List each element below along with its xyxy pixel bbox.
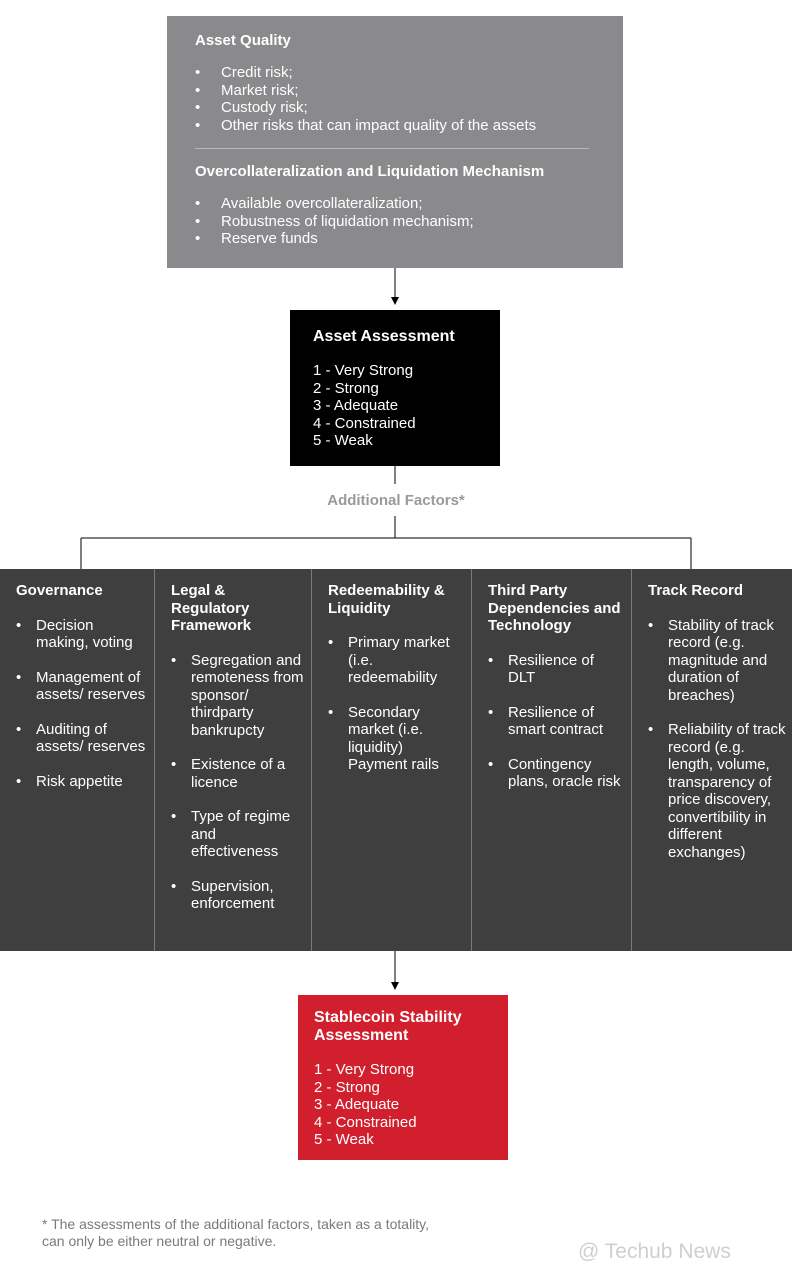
factor-list: Primary market (i.e. redeemability Secon… [328,634,465,774]
factor-column-third-party: Third Party Dependencies and Technology … [471,569,631,951]
list-item: Primary market (i.e. redeemability [328,634,465,687]
factor-list: Resilience of DLT Resilience of smart co… [488,652,625,791]
list-item: Available overcollateralization; [195,195,607,213]
list-item: Contingency plans, oracle risk [488,756,625,791]
rating-item: 1 - Very Strong [314,1061,415,1078]
additional-factors-label: Additional Factors* [327,492,465,509]
asset-ratings: 1 - Very Strong 2 - Strong 3 - Adequate … [313,362,477,450]
list-item: Robustness of liquidation mechanism; [195,213,607,231]
rating-item: 3 - Adequate [314,1096,400,1113]
list-item: Resilience of DLT [488,652,625,687]
watermark: @ Techub News [578,1240,731,1263]
factor-title: Legal & Regulatory Framework [171,582,252,634]
factor-column-legal: Legal & Regulatory Framework Segregation… [154,569,311,951]
list-item: Supervision, enforcement [171,878,305,913]
stability-assessment-box: Stablecoin Stability Assessment 1 - Very… [298,995,508,1160]
list-item: Credit risk; [195,64,607,82]
factor-column-governance: Governance Decision making, voting Manag… [0,569,154,951]
list-item: Market risk; [195,82,607,100]
overcollateralization-list: Available overcollateralization; Robustn… [195,195,607,248]
factor-columns: Governance Decision making, voting Manag… [0,569,792,951]
rating-item: 4 - Constrained [313,414,416,432]
list-item: Existence of a licence [171,756,305,791]
factor-title: Redeemability & Liquidity [328,582,445,617]
rating-item: 4 - Constrained [314,1113,417,1131]
rating-item: 3 - Adequate [313,397,399,414]
footnote-text: The assessments of the additional factor… [42,1216,430,1249]
divider [195,148,589,149]
list-item: Risk appetite [16,773,148,791]
list-item: Management of assets/ reserves [16,669,148,704]
factor-column-redeemability: Redeemability & Liquidity Primary market… [311,569,471,951]
list-item: Decision making, voting [16,617,148,652]
rating-item: 1 - Very Strong [313,362,414,379]
factor-list: Segregation and remoteness from sponsor/… [171,652,305,913]
asset-quality-list: Credit risk; Market risk; Custody risk; … [195,64,607,134]
list-item: Auditing of assets/ reserves [16,721,148,756]
rating-item: 5 - Weak [314,1131,374,1148]
factor-list: Decision making, voting Management of as… [16,617,148,791]
list-item: Reliability of track record (e.g. length… [648,721,786,861]
rating-item: 2 - Strong [313,379,379,397]
asset-assessment-title: Asset Assessment [313,328,455,345]
factor-list: Stability of track record (e.g. magnitud… [648,617,786,862]
list-item: Resilience of smart contract [488,704,625,739]
rating-item: 2 - Strong [314,1078,380,1096]
footnote-marker: * [42,1216,48,1232]
stability-assessment-title: Stablecoin Stability Assessment [314,1009,462,1044]
factor-title: Track Record [648,582,744,599]
asset-assessment-box: Asset Assessment 1 - Very Strong 2 - Str… [290,310,500,466]
footnote: * The assessments of the additional fact… [42,1216,442,1250]
factor-title: Governance [16,582,103,599]
list-item: Secondary market (i.e. liquidity) Paymen… [328,704,465,774]
asset-quality-box: Asset Quality Credit risk; Market risk; … [167,16,623,268]
asset-quality-title: Asset Quality [195,32,291,49]
rating-item: 5 - Weak [313,432,373,449]
list-item: Custody risk; [195,99,607,117]
list-item: Other risks that can impact quality of t… [195,117,607,135]
factor-column-track-record: Track Record Stability of track record (… [631,569,792,951]
factor-title: Third Party Dependencies and Technology [488,582,621,634]
list-item: Type of regime and effectiveness [171,808,305,861]
list-item: Reserve funds [195,230,607,248]
overcollateralization-title: Overcollateralization and Liquidation Me… [195,163,545,180]
stability-ratings: 1 - Very Strong 2 - Strong 3 - Adequate … [314,1061,492,1149]
list-item: Stability of track record (e.g. magnitud… [648,617,786,705]
list-item: Segregation and remoteness from sponsor/… [171,652,305,740]
